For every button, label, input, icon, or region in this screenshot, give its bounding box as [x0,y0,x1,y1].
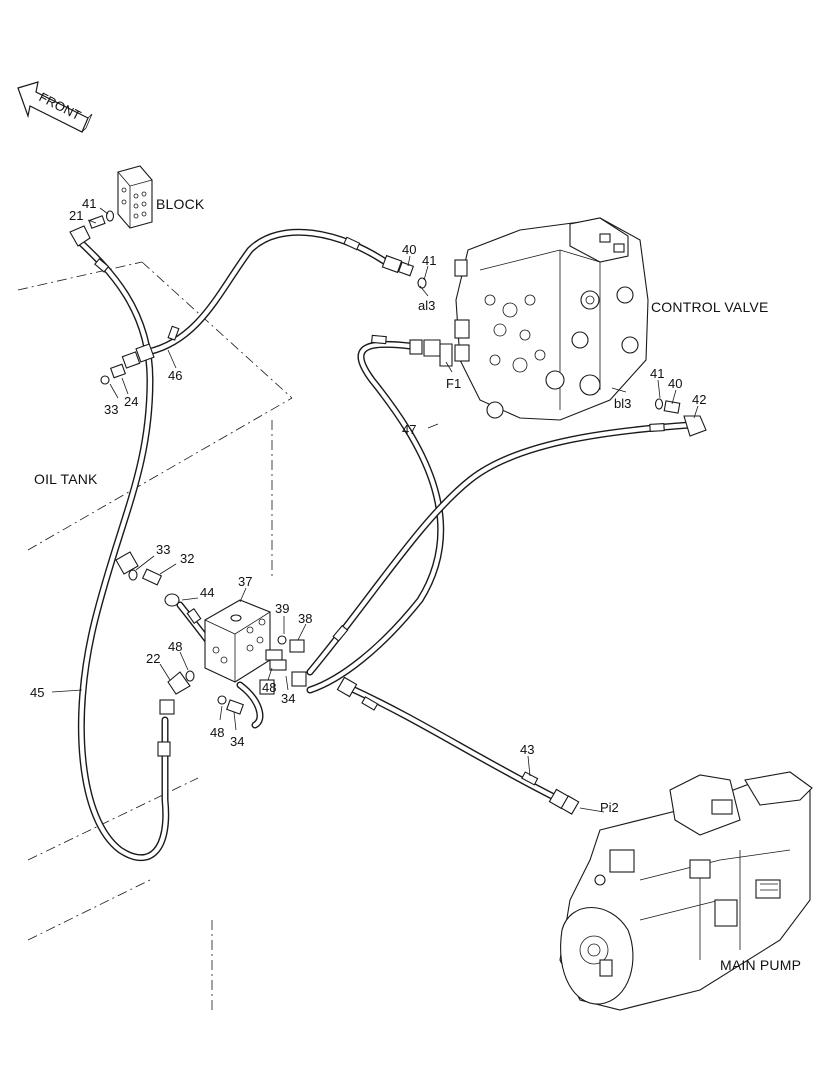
block-component: BLOCK [117,165,205,229]
oil-tank-label: OIL TANK [34,471,98,487]
callout-34-a: 34 [281,691,295,706]
callout-48-c: 48 [210,725,224,740]
block-fittings [69,210,115,247]
main-pump-component: MAIN PUMP [559,771,813,1011]
hose-lines [74,228,694,862]
callout-38: 38 [298,611,312,626]
callout-32: 32 [180,551,194,566]
port-label-f1: F1 [446,376,461,391]
manifold-fittings [159,635,580,815]
callout-22: 22 [146,651,160,666]
callout-33-top: 33 [104,402,118,417]
mid-fitting [115,551,180,607]
control-valve-label: CONTROL VALVE [651,299,768,315]
callout-46: 46 [168,368,182,383]
callout-41-block: 41 [82,196,96,211]
callout-45: 45 [30,685,44,700]
callout-34-b: 34 [230,734,244,749]
callout-33-mid: 33 [156,542,170,557]
manifold-block-component [204,599,271,683]
hose-hatch-marks [94,236,665,786]
port-label-pi2: Pi2 [600,800,619,815]
callout-21: 21 [69,208,83,223]
main-pump-label: MAIN PUMP [720,957,801,973]
port-label-al3: al3 [418,298,435,313]
control-valve-component: CONTROL VALVE [454,217,768,421]
callout-40-top: 40 [402,242,416,257]
callout-41-top: 41 [422,253,436,268]
front-label: FRONT [37,89,84,123]
port-label-bl3: bl3 [614,396,631,411]
callout-44: 44 [200,585,214,600]
callout-48-b: 48 [262,680,276,695]
tank-fitting [100,343,155,385]
callout-40-right: 40 [668,376,682,391]
block-label: BLOCK [156,196,205,212]
text-labels: OIL TANK al3 bl3 F1 Pi2 41 21 46 33 24 4… [30,196,706,815]
callout-24: 24 [124,394,138,409]
leader-lines [51,207,699,813]
callout-39: 39 [275,601,289,616]
callout-47: 47 [402,422,416,437]
callout-42: 42 [692,392,706,407]
callout-37: 37 [238,574,252,589]
oil-tank-outline [17,261,293,1010]
callout-48-a: 48 [168,639,182,654]
front-arrow-icon: FRONT [17,81,93,133]
callout-43: 43 [520,742,534,757]
callout-41-right: 41 [650,366,664,381]
